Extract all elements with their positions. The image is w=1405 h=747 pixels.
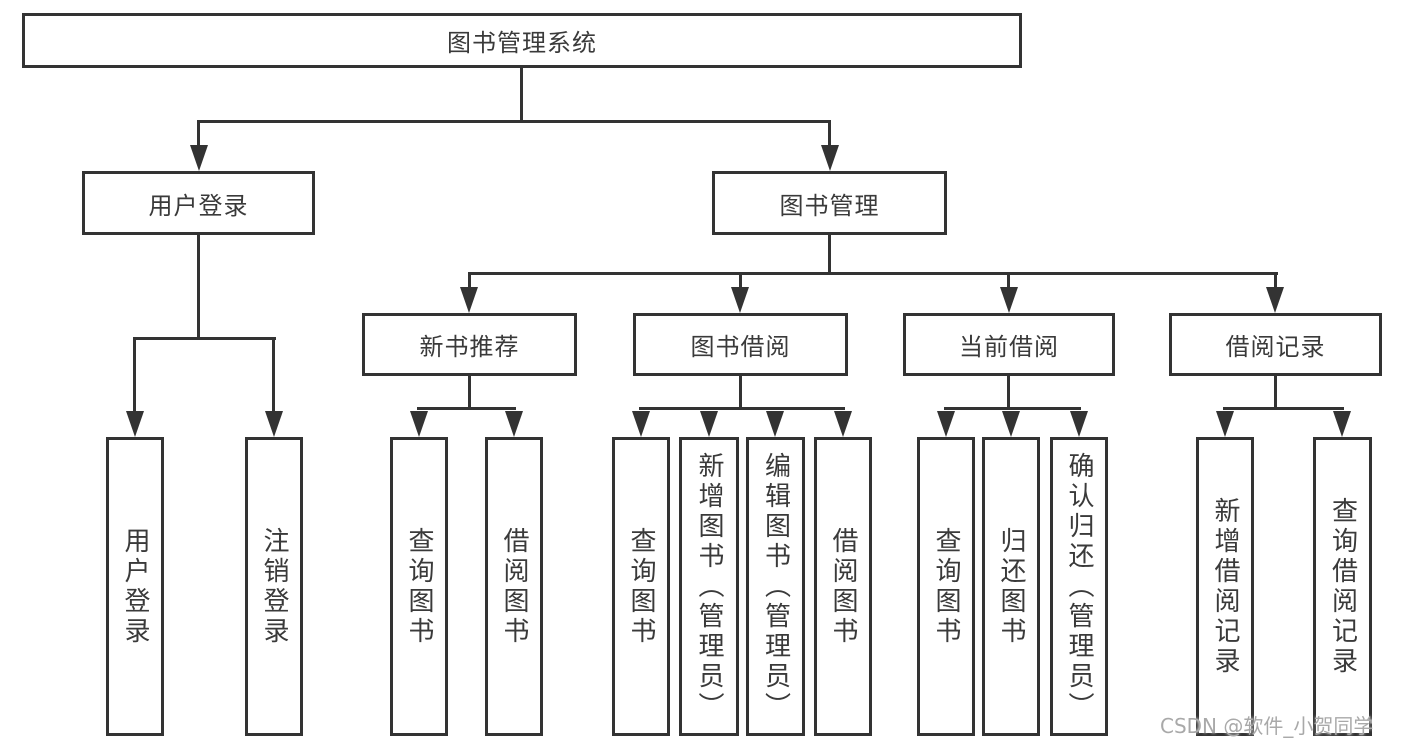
node-book-borrowing: 图书借阅 xyxy=(633,313,848,376)
node-borrowing-records: 借阅记录 xyxy=(1169,313,1382,376)
leaf-label: 借阅图书 xyxy=(828,526,858,647)
arrow-down-icon xyxy=(1266,287,1284,313)
arrow-down-icon xyxy=(190,145,208,171)
node-add-books-admin: 新增图书（管理员） xyxy=(679,437,739,736)
node-return-books: 归还图书 xyxy=(982,437,1040,736)
arrow-down-icon xyxy=(1002,411,1020,437)
connector-line xyxy=(739,376,742,410)
arrow-down-icon xyxy=(937,411,955,437)
leaf-label: 注销登录 xyxy=(259,526,289,647)
arrow-down-icon xyxy=(731,287,749,313)
node-add-borrow-record: 新增借阅记录 xyxy=(1196,437,1254,736)
leaf-label: 编辑图书（管理员） xyxy=(760,451,791,722)
arrow-down-icon xyxy=(1216,411,1234,437)
connector-line xyxy=(1007,376,1010,410)
connector-line xyxy=(133,337,136,415)
arrow-down-icon xyxy=(1000,287,1018,313)
arrow-down-icon xyxy=(410,411,428,437)
connector-line xyxy=(197,235,200,340)
connector-line xyxy=(272,337,275,415)
node-new-book-recommend: 新书推荐 xyxy=(362,313,577,376)
node-book-management: 图书管理 xyxy=(712,171,947,235)
leaf-label: 归还图书 xyxy=(996,526,1026,647)
node-user-login: 用户登录 xyxy=(106,437,164,736)
connector-line xyxy=(1274,376,1277,410)
connector-line xyxy=(468,376,471,410)
leaf-label: 确认归还（管理员） xyxy=(1064,451,1094,722)
connector-line xyxy=(468,272,471,290)
connector-line xyxy=(1007,272,1010,290)
arrow-down-icon xyxy=(766,411,784,437)
node-query-books-borrowing: 查询图书 xyxy=(612,437,670,736)
node-edit-books-admin: 编辑图书（管理员） xyxy=(746,437,805,736)
arrow-down-icon xyxy=(700,411,718,437)
node-query-books-current: 查询图书 xyxy=(917,437,975,736)
leaf-label: 用户登录 xyxy=(120,526,150,647)
arrow-down-icon xyxy=(265,411,283,437)
arrow-down-icon xyxy=(632,411,650,437)
node-library-system: 图书管理系统 xyxy=(22,13,1022,68)
leaf-label: 查询图书 xyxy=(404,526,434,647)
leaf-label: 新增图书（管理员） xyxy=(694,451,724,722)
leaf-label: 借阅图书 xyxy=(499,526,529,647)
arrow-down-icon xyxy=(1333,411,1351,437)
leaf-label: 查询图书 xyxy=(931,526,961,647)
arrow-down-icon xyxy=(505,411,523,437)
connector-line xyxy=(520,68,523,123)
node-query-books-recommend: 查询图书 xyxy=(390,437,448,736)
connector-line xyxy=(828,120,831,148)
csdn-watermark: CSDN @软件_小贺同学 xyxy=(1160,714,1374,738)
node-borrow-books-borrowing: 借阅图书 xyxy=(814,437,872,736)
leaf-label: 查询图书 xyxy=(626,526,656,647)
connector-line xyxy=(828,235,831,275)
arrow-down-icon xyxy=(126,411,144,437)
connector-line xyxy=(1274,272,1277,290)
arrow-down-icon xyxy=(460,287,478,313)
leaf-label: 查询借阅记录 xyxy=(1327,496,1358,677)
connector-line xyxy=(197,120,831,123)
connector-line xyxy=(739,272,742,290)
node-current-borrowing: 当前借阅 xyxy=(903,313,1115,376)
arrow-down-icon xyxy=(821,145,839,171)
node-query-borrow-record: 查询借阅记录 xyxy=(1313,437,1372,736)
node-user-login-branch: 用户登录 xyxy=(82,171,315,235)
node-borrow-books-recommend: 借阅图书 xyxy=(485,437,543,736)
connector-line xyxy=(133,337,276,340)
connector-line xyxy=(417,407,516,410)
node-logout: 注销登录 xyxy=(245,437,303,736)
leaf-label: 新增借阅记录 xyxy=(1210,496,1240,677)
connector-line xyxy=(944,407,1081,410)
connector-line xyxy=(468,272,1278,275)
connector-line xyxy=(1223,407,1344,410)
arrow-down-icon xyxy=(834,411,852,437)
connector-line xyxy=(197,120,200,148)
node-confirm-return-admin: 确认归还（管理员） xyxy=(1050,437,1108,736)
connector-line xyxy=(639,407,845,410)
arrow-down-icon xyxy=(1070,411,1088,437)
